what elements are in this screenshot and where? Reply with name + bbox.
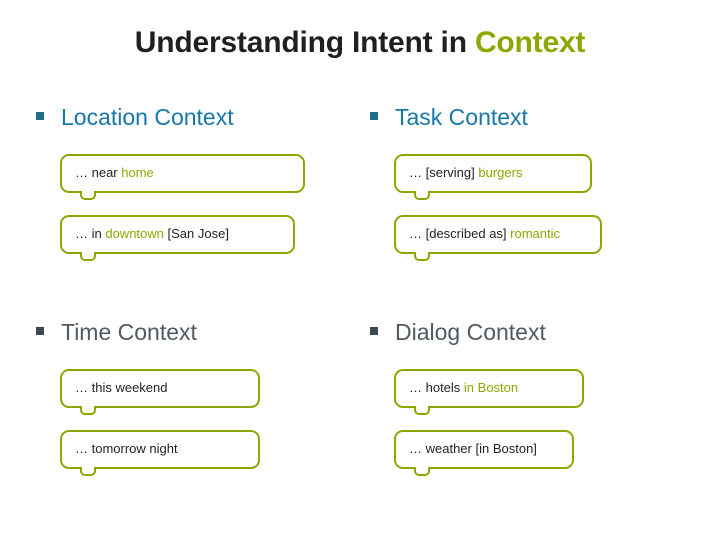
heading-location-context: Location Context [36,104,366,144]
bubble-text-pre: … hotels [409,380,464,395]
callout-bubble: … tomorrow night [60,429,260,476]
square-bullet-icon [370,112,378,120]
page-title: Understanding Intent in Context [0,26,720,60]
bubble-text-pre: … near [75,165,122,180]
square-bullet-icon [370,327,378,335]
bubble-text-highlight: in Boston [463,380,519,395]
bubble-text-pre: … in [75,225,106,241]
callout-bubble: … this weekend [60,369,260,415]
heading-task-context: Task Context [370,104,700,144]
quadrant-task-context: Task Context … [serving] burgers … [desc… [370,104,700,276]
slide-body: Location Context … near home … in downto… [0,104,720,524]
heading-label: Dialog Context [395,319,546,345]
square-bullet-icon [36,112,44,120]
bubble-list-task: … [serving] burgers … [described as] rom… [394,154,700,261]
heading-label: Time Context [61,319,197,345]
callout-bubble: … [described as] romantic [394,214,602,261]
bubble-text-highlight: home [121,165,154,180]
callout-bubble: … hotels in Boston [394,369,584,415]
bubble-text-pre: … [described as] [409,225,511,241]
bubble-text-highlight: romantic [510,225,561,241]
bubble-text-pre: … weather [409,440,476,456]
page-title-plain: Understanding Intent in [134,26,475,59]
quadrant-time-context: Time Context … this weekend … tomorrow n… [36,319,366,491]
heading-label: Location Context [61,104,234,130]
bubble-text-pre: … tomorrow night [75,440,178,456]
page-title-accent: Context [474,26,586,59]
bubble-text-post: [San Jose] [163,225,229,241]
heading-label: Task Context [395,104,528,130]
callout-bubble: … weather [in Boston] [394,429,574,476]
callout-bubble: … [serving] burgers [394,154,592,200]
square-bullet-icon [36,327,44,335]
bubble-text-pre: … this weekend [75,380,168,395]
quadrant-location-context: Location Context … near home … in downto… [36,104,366,276]
bubble-text-highlight: burgers [478,165,523,180]
bubble-text-pre: … [serving] [409,165,479,180]
callout-bubble: … in downtown [San Jose] [60,214,295,261]
quadrant-dialog-context: Dialog Context … hotels in Boston … weat… [370,319,700,491]
heading-dialog-context: Dialog Context [370,319,700,359]
callout-bubble: … near home [60,154,305,200]
bubble-list-time: … this weekend … tomorrow night [60,369,366,476]
heading-time-context: Time Context [36,319,366,359]
bubble-text-post: [in Boston] [475,440,537,456]
bubble-text-highlight: downtown [105,225,164,241]
bubble-list-location: … near home … in downtown [San Jose] [60,154,366,261]
bubble-list-dialog: … hotels in Boston … weather [in Boston] [394,369,700,476]
